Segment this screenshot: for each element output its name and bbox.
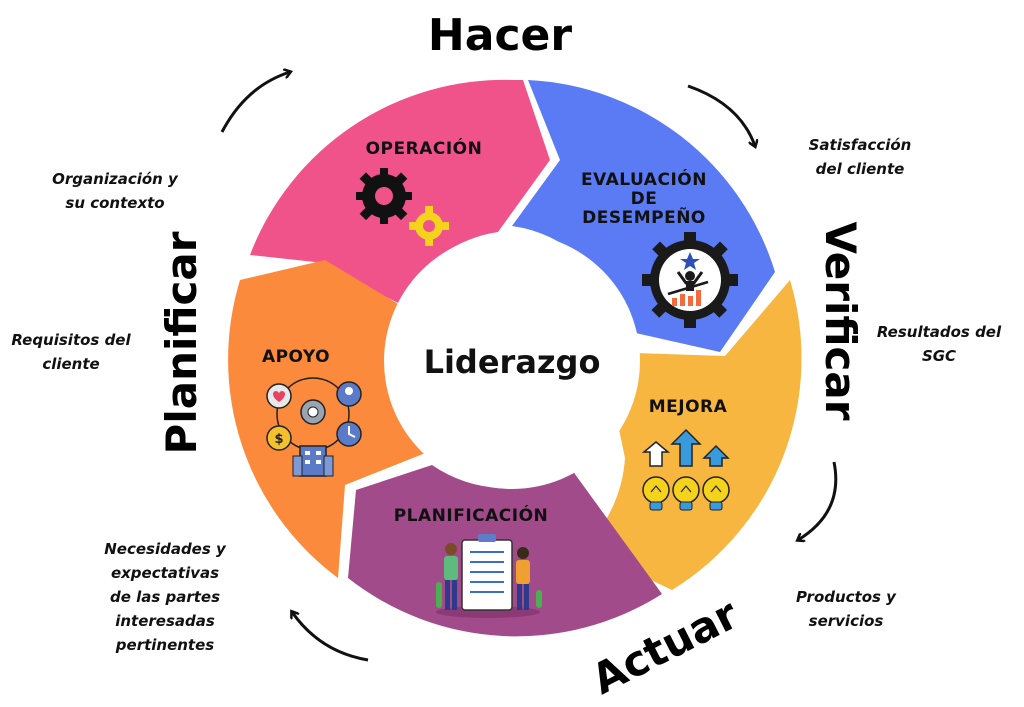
note-productos: Productos y servicios [776,585,916,633]
label-mejora: MEJORA [648,397,728,417]
note-productos-line1: Productos y [796,588,896,606]
note-satisfaccion: Satisfacción del cliente [790,133,930,181]
performance-icon [642,232,738,328]
label-evaluacion-line2: DE [630,189,658,209]
note-necesidades: Necesidades y expectativas de las partes… [90,537,240,657]
note-productos-line2: servicios [808,612,884,630]
note-organizacion-line1: Organización y [52,170,178,188]
arrow-hacer-verificar [687,84,755,146]
phase-planificar: Planificar [157,231,206,455]
improvement-icon [641,428,730,511]
note-necesidades-line5: pertinentes [115,636,215,654]
note-necesidades-line2: expectativas [110,564,220,582]
segment-apoyo [228,260,428,578]
svg-text:$: $ [274,432,283,447]
note-requisitos: Requisitos del cliente [0,328,142,376]
label-evaluacion-line1: EVALUACIÓN [581,170,707,190]
note-resultados-line2: SGC [921,347,957,365]
note-requisitos-line2: cliente [42,355,100,373]
note-requisitos-line1: Requisitos del [11,331,131,349]
label-operacion: OPERACIÓN [365,139,483,159]
label-planificacion: PLANIFICACIÓN [393,506,549,526]
label-apoyo: APOYO [261,347,331,367]
note-necesidades-line1: Necesidades y [104,540,226,558]
planning-icon [436,534,542,618]
note-resultados: Resultados del SGC [866,320,1012,368]
note-satisfaccion-line2: del cliente [815,160,905,178]
note-satisfaccion-line1: Satisfacción [808,136,912,154]
support-icon: $ [266,377,362,477]
center-label: Liderazgo [423,343,601,381]
phase-hacer: Hacer [427,10,573,61]
center-circle [384,233,640,489]
label-evaluacion-line3: DESEMPEÑO [582,208,706,228]
label-evaluacion: EVALUACIÓN DE DESEMPEÑO [564,171,724,228]
note-organizacion: Organización y su contexto [40,167,190,215]
note-necesidades-line4: interesadas [115,612,215,630]
note-resultados-line1: Resultados del [876,323,1002,341]
phase-verificar: Verificar [816,221,865,421]
arrow-verificar-actuar [798,461,838,540]
arrow-planificar-hacer [220,72,290,133]
gears-icon [356,168,449,246]
arrow-actuar-planificar [292,612,369,662]
note-necesidades-line3: de las partes [109,588,221,606]
note-organizacion-line2: su contexto [65,194,165,212]
